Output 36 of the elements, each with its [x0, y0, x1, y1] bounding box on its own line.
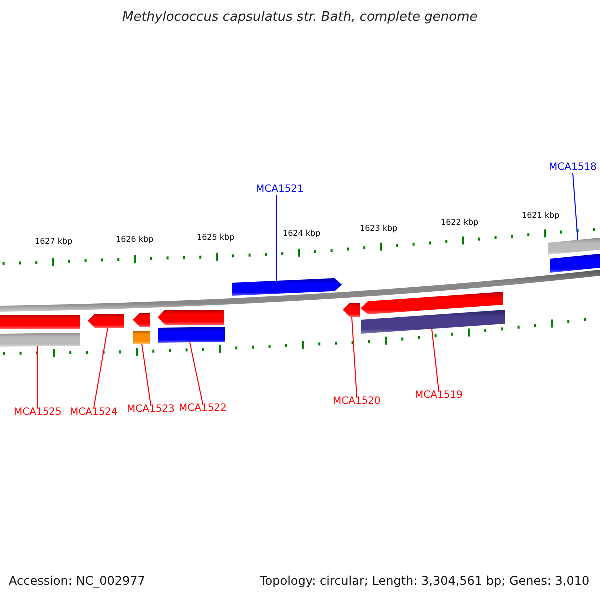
- gene-label: MCA1525: [14, 408, 62, 418]
- gene-feature: [88, 314, 124, 328]
- gene-label: MCA1519: [415, 391, 463, 401]
- scale-label: 1621 kbp: [522, 212, 560, 220]
- gene-feature: [343, 303, 360, 317]
- scale-label: 1625 kbp: [197, 234, 235, 242]
- leader-line: [572, 172, 578, 241]
- gene-feature: [232, 278, 342, 296]
- gene-label: MCA1523: [127, 405, 175, 415]
- gene-label: MCA1521: [256, 185, 304, 195]
- gene-bar: [361, 310, 505, 334]
- gene-bar: [133, 331, 150, 344]
- gene-bar: [548, 238, 600, 255]
- gene-bar: [0, 315, 80, 329]
- scale-label: 1627 kbp: [35, 238, 73, 246]
- gene-bar: [0, 333, 80, 347]
- gene-label: MCA1518: [549, 163, 597, 173]
- accession-note: Accession: NC_002977: [9, 575, 146, 587]
- leader-line: [432, 328, 440, 392]
- scale-label: 1623 kbp: [360, 225, 398, 233]
- gene-bar: [550, 254, 600, 273]
- scale-label: 1626 kbp: [116, 236, 154, 244]
- leader-line: [276, 194, 278, 282]
- scale-label: 1622 kbp: [441, 219, 479, 227]
- gene-label: MCA1522: [179, 404, 227, 414]
- map-title: Methylococcus capsulatus str. Bath, complete genome: [122, 11, 478, 24]
- gene-bar: [158, 327, 225, 343]
- leader-line: [352, 316, 358, 398]
- gene-label: MCA1520: [333, 397, 381, 407]
- leader-line: [142, 344, 152, 406]
- leader-line: [190, 342, 204, 404]
- gene-label: MCA1524: [70, 408, 118, 418]
- genome-summary: Topology: circular; Length: 3,304,561 bp; Genes: 3,010: [260, 575, 590, 587]
- gene-feature: [158, 310, 224, 325]
- scale-label: 1624 kbp: [283, 230, 321, 238]
- leader-line: [94, 328, 108, 408]
